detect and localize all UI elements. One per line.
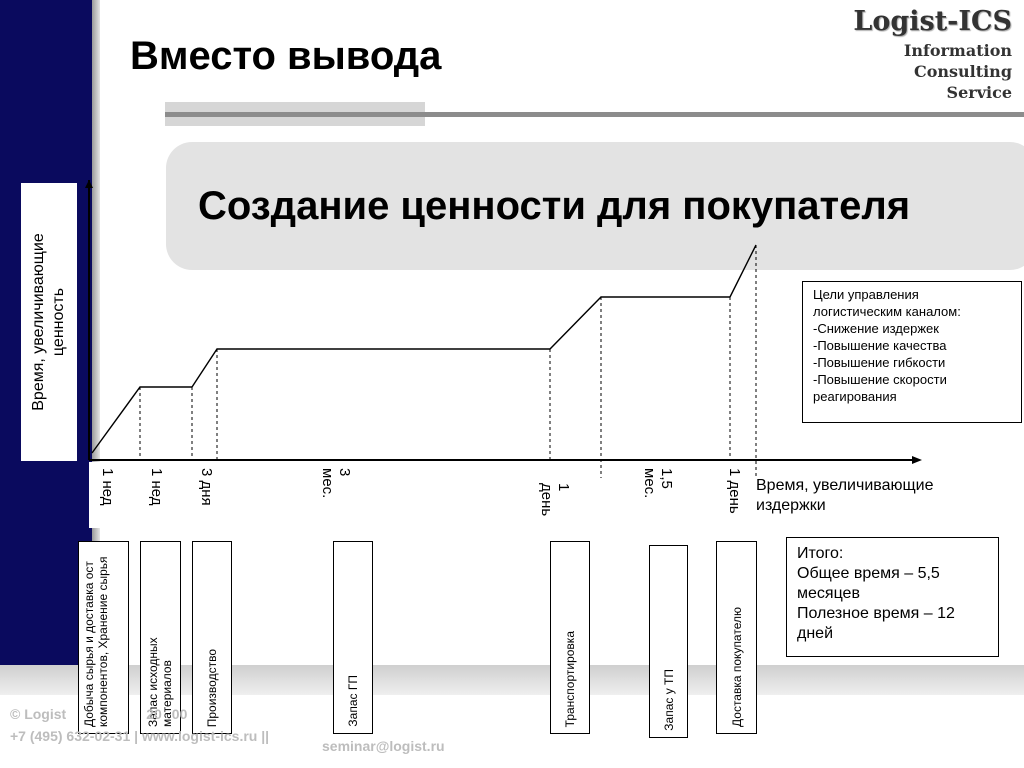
- sidebar-shadow: [92, 0, 100, 665]
- stage-label: Запас у ТП: [661, 669, 676, 731]
- logo-name: Logist-ICS: [853, 6, 1012, 37]
- stage-label: Доставка покупателю: [729, 607, 744, 727]
- stage-label: Запас ГП: [346, 675, 360, 727]
- logo-line-information: Information: [903, 41, 1012, 60]
- slide-title: Вместо вывода: [130, 34, 442, 78]
- y-axis-arrow: [85, 180, 93, 188]
- stage-box-input-stock: Запас исходных материалов: [140, 541, 181, 734]
- subtitle-banner: [166, 142, 1024, 270]
- logo-line-consulting: Consulting: [913, 62, 1012, 81]
- footer-year-b: 00: [171, 706, 188, 722]
- title-rule: [165, 112, 1024, 117]
- stage-box-delivery: Доставка покупателю: [716, 541, 757, 734]
- footer-contacts[interactable]: +7 (495) 632-02-31 | www.logist-ics.ru |…: [10, 728, 270, 744]
- slide-subtitle: Создание ценности для покупателя: [198, 184, 911, 228]
- summary-box: Итого: Общее время – 5,5 месяцев Полезно…: [786, 537, 999, 657]
- duration-label: 1 день: [538, 483, 572, 517]
- duration-label: 1 день: [726, 468, 743, 514]
- duration-labels-background: [89, 462, 224, 528]
- stage-box-raw-materials: Добыча сырья и доставка ост компонентов,…: [78, 541, 129, 734]
- x-axis-arrow: [912, 456, 922, 464]
- goals-box: Цели управления логистическим каналом: -…: [802, 281, 1022, 423]
- stage-label: Производство: [205, 648, 219, 727]
- duration-label: 3 мес.: [319, 468, 353, 499]
- footer-email[interactable]: seminar@logist.ru: [322, 738, 445, 754]
- value-curve: [91, 244, 757, 454]
- y-axis-label-box: [21, 183, 77, 461]
- x-axis-label: Время, увеличивающие издержки: [756, 477, 934, 514]
- duration-label: 1,5 мес.: [641, 468, 675, 499]
- footer-copyright: © Logist 20 00: [10, 706, 187, 722]
- stage-label: Добыча сырья и доставка ост компонентов,…: [81, 556, 110, 727]
- footer-year-a: 20: [146, 706, 162, 722]
- stage-box-production: Производство: [192, 541, 232, 734]
- stage-box-transport: Транспортировка: [550, 541, 590, 734]
- duration-label: 1 нед: [99, 468, 116, 506]
- footer-copyright-text: © Logist: [10, 706, 67, 722]
- duration-label: 1 нед: [148, 468, 165, 506]
- duration-label: 3 дня: [198, 468, 215, 506]
- stage-box-retail-stock: Запас у ТП: [649, 545, 688, 738]
- logo-line-service: Service: [946, 83, 1012, 102]
- stage-label: Транспортировка: [563, 630, 577, 727]
- stage-box-finished-goods: Запас ГП: [333, 541, 373, 734]
